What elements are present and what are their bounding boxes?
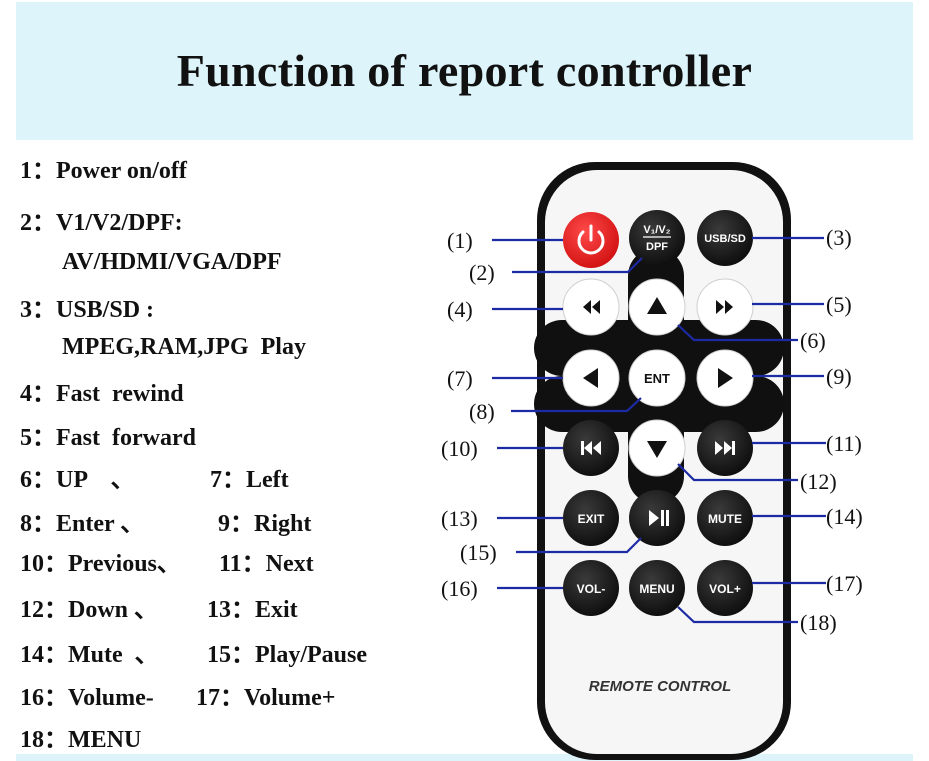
right-button[interactable] [696, 349, 754, 407]
vol-minus-button[interactable]: VOL- [563, 560, 619, 616]
callout-14: (14) [826, 504, 863, 529]
vol-plus-button[interactable]: VOL+ [697, 560, 753, 616]
vol-plus-label: VOL+ [709, 582, 741, 596]
function-item: 11：Next [219, 551, 314, 577]
vol-minus-label: VOL- [577, 582, 606, 596]
callout-3: (3) [826, 225, 852, 250]
function-item: 17：Volume+ [196, 685, 336, 711]
fast-forward-button[interactable] [696, 278, 754, 336]
callout-8: (8) [469, 399, 495, 424]
page-title: Function of report controller [176, 45, 753, 96]
left-button[interactable] [562, 349, 620, 407]
function-item: 10：Previous、 [20, 551, 181, 577]
callout-6: (6) [800, 328, 826, 353]
callout-10: (10) [441, 436, 478, 461]
right-arrow-icon [718, 368, 733, 388]
dpf-label: DPF [646, 241, 668, 253]
leader-line-2 [512, 257, 643, 274]
function-item: 16：Volume- [20, 685, 154, 711]
leader-line-8 [511, 397, 642, 413]
callout-4: (4) [447, 297, 473, 322]
callout-9: (9) [826, 364, 852, 389]
function-item: 2：V1/V2/DPF: [20, 210, 183, 236]
next-button[interactable] [697, 420, 753, 476]
enter-button[interactable]: ENT [628, 349, 686, 407]
function-item: 4：Fast rewind [20, 381, 184, 407]
previous-icon [581, 441, 601, 455]
function-item: 14：Mute 、 [20, 642, 159, 668]
function-item: AV/HDMI/VGA/DPF [62, 249, 282, 275]
callout-12: (12) [800, 469, 837, 494]
previous-button[interactable] [563, 420, 619, 476]
next-icon [715, 441, 735, 455]
callout-11: (11) [826, 431, 862, 456]
function-item: 3：USB/SD : [20, 297, 155, 323]
usb-sd-label: USB/SD [704, 233, 746, 245]
callout-18: (18) [800, 610, 837, 635]
function-item: 15：Play/Pause [207, 642, 367, 668]
function-item: 1：Power on/off [20, 158, 187, 184]
v1v2-dpf-button[interactable]: V₁/V₂ DPF [629, 210, 685, 266]
leader-line-18 [677, 606, 798, 624]
exit-button[interactable]: EXIT [563, 490, 619, 546]
up-button[interactable] [628, 278, 686, 336]
down-button[interactable] [628, 419, 686, 477]
down-arrow-icon [647, 441, 667, 458]
function-item: 5：Fast forward [20, 425, 196, 451]
fast-forward-icon [716, 300, 733, 314]
bottom-band [16, 754, 913, 761]
function-item: MPEG,RAM,JPG Play [62, 334, 306, 360]
function-item: 7：Left [210, 467, 289, 493]
callout-5: (5) [826, 292, 852, 317]
v1v2-label: V₁/V₂ [643, 224, 670, 236]
rewind-icon [583, 300, 600, 314]
leader-line-6 [677, 324, 798, 342]
callout-15: (15) [460, 540, 497, 565]
function-item: 8：Enter 、 [20, 511, 145, 537]
callout-13: (13) [441, 506, 478, 531]
rewind-button[interactable] [562, 278, 620, 336]
mute-button[interactable]: MUTE [697, 490, 753, 546]
menu-label: MENU [639, 582, 674, 596]
left-arrow-icon [583, 368, 598, 388]
power-button[interactable] [563, 212, 619, 268]
leader-line-15 [516, 537, 642, 554]
usb-sd-button[interactable]: USB/SD [697, 210, 753, 266]
callout-16: (16) [441, 576, 478, 601]
function-item: 13：Exit [207, 597, 298, 623]
function-item: 12：Down 、 [20, 597, 159, 623]
title-band: Function of report controller [16, 2, 913, 140]
enter-label: ENT [644, 371, 670, 386]
up-arrow-icon [647, 297, 667, 314]
play-pause-icon [649, 510, 669, 526]
menu-button[interactable]: MENU [629, 560, 685, 616]
power-icon [577, 224, 605, 255]
leader-line-12 [677, 463, 798, 482]
mute-label: MUTE [708, 512, 742, 526]
play-pause-button[interactable] [629, 490, 685, 546]
function-item: 18：MENU [20, 727, 142, 753]
callout-17: (17) [826, 571, 863, 596]
exit-label: EXIT [578, 512, 605, 526]
callout-7: (7) [447, 366, 473, 391]
callout-2: (2) [469, 260, 495, 285]
callout-1: (1) [447, 228, 473, 253]
function-item: 6：UP 、 [20, 467, 135, 493]
remote-control-label: REMOTE CONTROL [589, 678, 732, 695]
function-item: 9：Right [218, 511, 312, 537]
